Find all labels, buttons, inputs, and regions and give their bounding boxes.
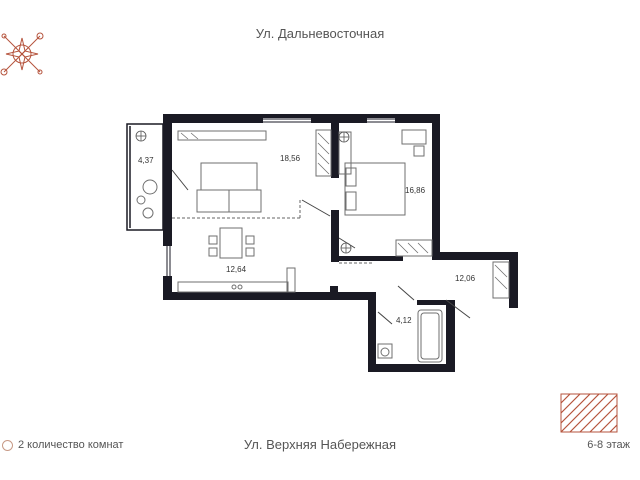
- balcony: [126, 123, 164, 231]
- rooms-count: 2 количество комнат: [2, 439, 123, 451]
- hatch-pattern-icon: [560, 393, 618, 433]
- street-name-bottom: Ул. Верхняя Набережная: [243, 437, 397, 452]
- plan-floor: [170, 128, 330, 288]
- wardrobe-hatch: [180, 132, 508, 290]
- area-bathroom: 4,12: [396, 316, 412, 325]
- floors-label: 6-8 этаж: [587, 439, 630, 451]
- zone-lines: [172, 200, 372, 264]
- furniture: [136, 129, 510, 363]
- area-kitchen: 12,64: [226, 265, 247, 274]
- area-balcony: 4,37: [138, 156, 154, 165]
- plant-icons: [135, 130, 352, 254]
- area-hall: 12,06: [455, 274, 476, 283]
- area-bedroom: 16,86: [405, 186, 426, 195]
- windows: [166, 118, 514, 298]
- doors: [171, 169, 471, 325]
- rooms-dot-icon: [2, 439, 13, 451]
- compass-rose-icon: [0, 32, 44, 76]
- area-living-room: 18,56: [280, 154, 301, 163]
- street-name-top: Ул. Дальневосточная: [255, 26, 385, 41]
- rooms-count-label: 2 количество комнат: [18, 439, 124, 451]
